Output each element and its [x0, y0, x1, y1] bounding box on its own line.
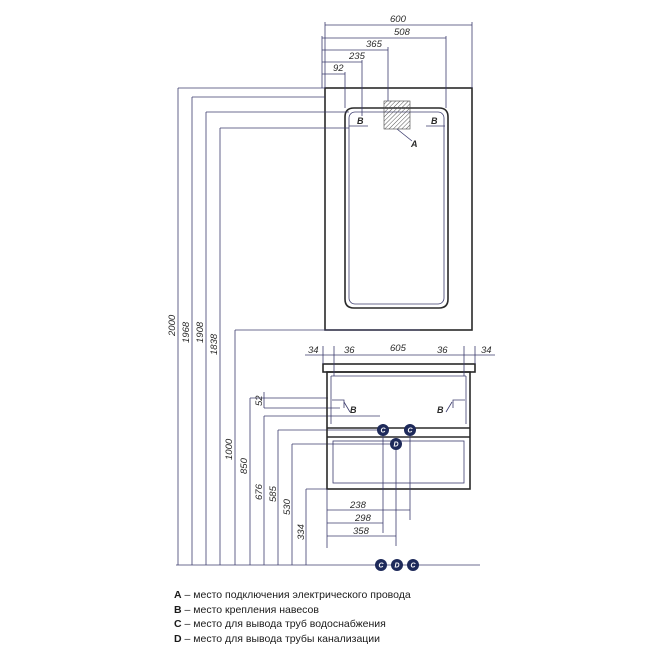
cabinet-pipe-markers: C C D	[377, 424, 416, 546]
cabinet: B B	[322, 363, 476, 490]
cabinet-marker-b-left: B	[350, 405, 357, 415]
legend-text: – место для вывода трубы канализации	[181, 632, 381, 645]
mirror-marker-b-left: B	[357, 116, 364, 126]
dim-298: 298	[354, 513, 372, 524]
height-dimensions: 2000 1968 1908 1838 1000 850 52 676 585	[167, 87, 420, 565]
mirror-marker-b-right: B	[431, 116, 438, 126]
dim-34-right: 34	[481, 345, 492, 356]
legend-item-d: D – место для вывода трубы канализации	[174, 632, 411, 647]
dim-1000: 1000	[224, 438, 235, 460]
dim-365: 365	[366, 39, 383, 50]
marker-c-right-icon: C	[404, 424, 416, 436]
legend-item-b: B – место крепления навесов	[174, 603, 411, 618]
dim-34-left: 34	[308, 345, 319, 356]
legend-text: – место для вывода труб водоснабжения	[181, 618, 386, 630]
legend-text: – место крепления навесов	[181, 603, 319, 616]
dim-36-right: 36	[437, 345, 448, 356]
dim-605: 605	[390, 343, 407, 354]
legend-item-c: C – место для вывода труб водоснабжения	[174, 617, 411, 632]
dim-1838: 1838	[209, 333, 220, 355]
marker-a-label: A	[410, 139, 418, 149]
dim-1908: 1908	[195, 321, 206, 343]
mirror-inner-frame	[344, 107, 449, 309]
dim-92: 92	[333, 63, 344, 74]
dim-676: 676	[254, 483, 265, 500]
legend-item-a: A – место подключения электрического про…	[174, 588, 411, 603]
dim-334: 334	[296, 524, 307, 540]
floor-marker-c-left-icon: C	[375, 559, 387, 571]
cabinet-marker-b-right: B	[437, 405, 444, 415]
marker-c-left-icon: C	[377, 424, 389, 436]
dim-235: 235	[348, 51, 366, 62]
dim-850: 850	[239, 457, 250, 474]
floor-marker-c-right-icon: C	[407, 559, 419, 571]
dim-358: 358	[353, 526, 370, 537]
mirror: A B B	[324, 87, 473, 331]
floor-marker-d-icon: D	[391, 559, 403, 571]
svg-text:D: D	[394, 442, 399, 449]
dim-600: 600	[390, 14, 407, 25]
svg-text:C: C	[379, 563, 385, 570]
dim-238: 238	[349, 500, 367, 511]
dim-585: 585	[268, 485, 279, 502]
mirror-width-dimensions: 600 508 365 235 92	[321, 14, 473, 116]
dim-530: 530	[282, 498, 293, 515]
mirror-inner-line	[348, 111, 445, 305]
svg-text:C: C	[381, 428, 387, 435]
dim-508: 508	[394, 27, 411, 38]
legend-letter: D	[174, 632, 182, 645]
electrical-connection-area	[383, 100, 411, 130]
legend-text: – место подключения электрического прово…	[181, 589, 411, 601]
dim-52: 52	[254, 395, 265, 406]
cabinet-width-dimensions: 605 34 36 36 34	[305, 343, 495, 376]
dim-36-left: 36	[344, 345, 355, 356]
cabinet-body	[326, 371, 471, 490]
svg-text:C: C	[411, 563, 417, 570]
legend: A – место подключения электрического про…	[174, 588, 411, 646]
cabinet-top	[322, 363, 476, 373]
legend-letter: C	[174, 618, 182, 630]
floor-line: C D C	[176, 559, 480, 571]
bottom-width-dimensions: 238 298 358	[326, 489, 410, 548]
svg-text:D: D	[395, 563, 400, 570]
legend-letter: B	[174, 603, 182, 616]
marker-d-icon: D	[390, 438, 402, 450]
dim-2000: 2000	[167, 314, 178, 337]
dim-1968: 1968	[181, 321, 192, 343]
legend-letter: A	[174, 589, 182, 601]
svg-text:C: C	[408, 428, 414, 435]
